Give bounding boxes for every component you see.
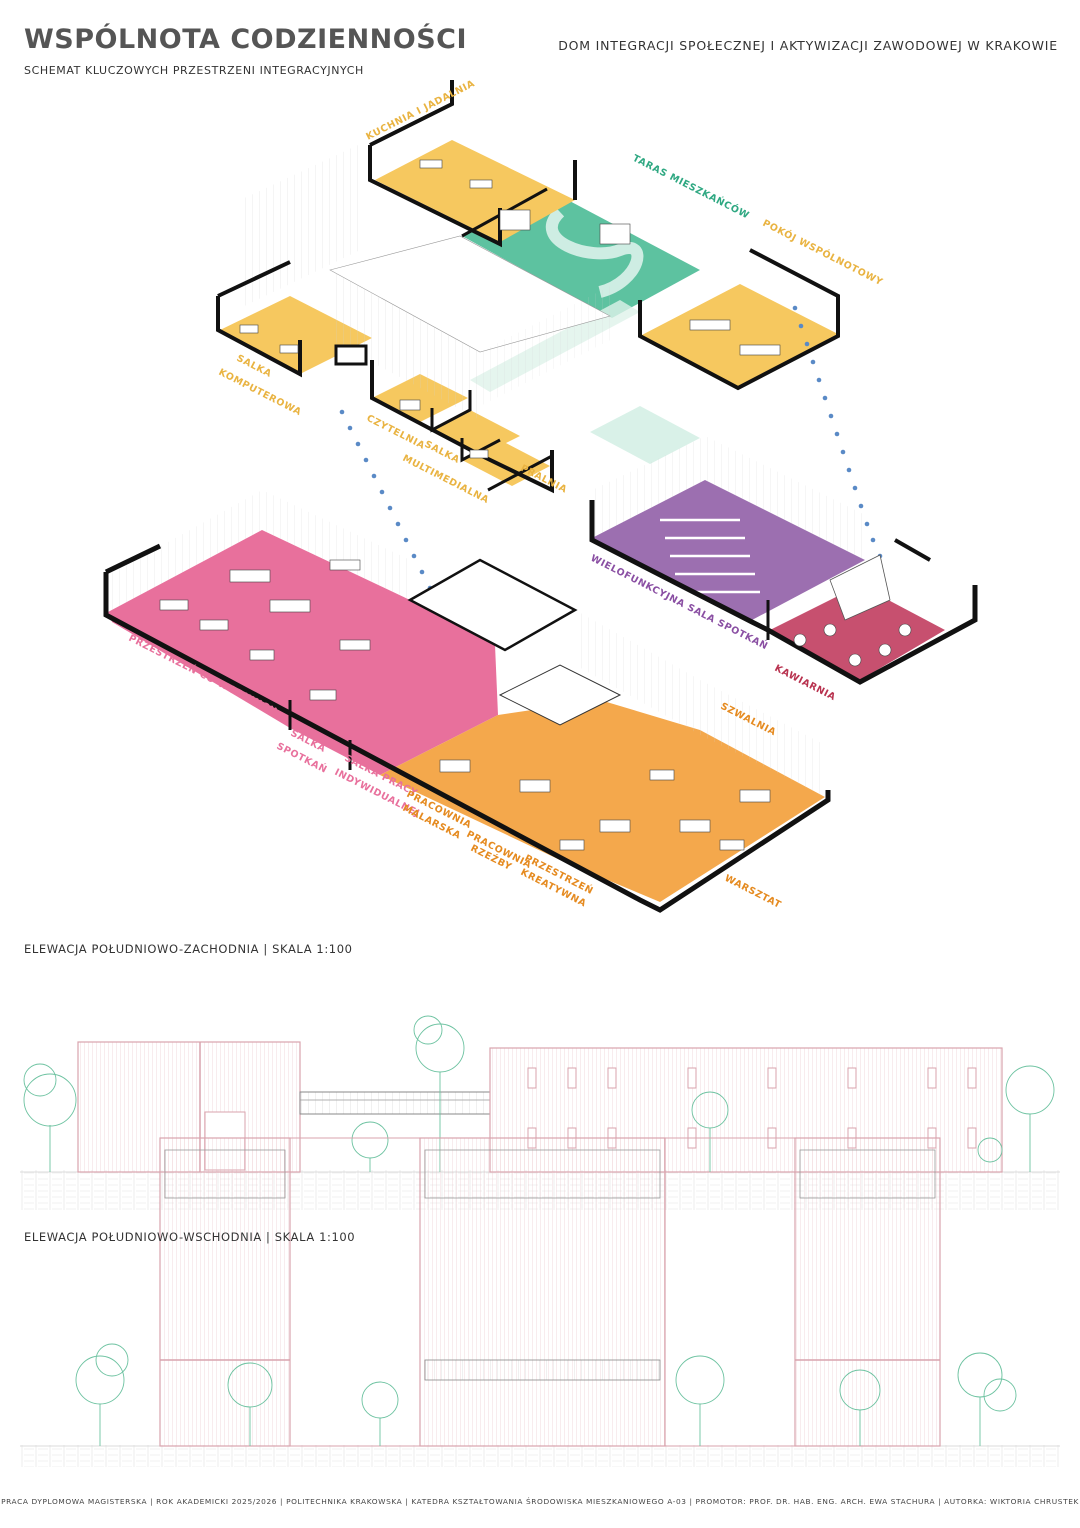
project-title: DOM INTEGRACJI SPOŁECZNEJ I AKTYWIZACJI … <box>558 38 1058 53</box>
ground-floor <box>103 490 831 913</box>
zone-pokoj <box>640 284 838 386</box>
label-warsztat: WARSZTAT <box>723 873 783 911</box>
ground-floor-right <box>589 436 978 685</box>
zone-komputerowa <box>220 296 372 374</box>
label-kuchnia: KUCHNIA I JADALNIA <box>364 78 477 143</box>
label-kawiarnia: KAWIARNIA <box>773 663 838 703</box>
page-subtitle: SCHEMAT KLUCZOWYCH PRZESTRZENI INTEGRACY… <box>24 64 364 77</box>
zone-workshops <box>380 700 825 902</box>
elevation-sw-title: ELEWACJA POŁUDNIOWO-ZACHODNIA | SKALA 1:… <box>24 942 353 956</box>
upper-floor <box>216 80 840 494</box>
elevation-se <box>20 1137 1060 1467</box>
zone-kawiarnia <box>770 585 945 680</box>
elevation-se-title: ELEWACJA POŁUDNIOWO-WSCHODNIA | SKALA 1:… <box>24 1230 356 1244</box>
zone-coworking <box>108 530 498 775</box>
footer: PRACA DYPLOMOWA MAGISTERSKA | ROK AKADEM… <box>1 1497 1079 1506</box>
label-pokoj: POKÓJ WSPÓLNOTOWY <box>761 217 885 288</box>
page-title: WSPÓLNOTA CODZIENNOŚCI <box>24 24 468 55</box>
zone-sala <box>592 480 865 620</box>
label-taras: TARAS MIESZKAŃCÓW <box>631 152 752 221</box>
